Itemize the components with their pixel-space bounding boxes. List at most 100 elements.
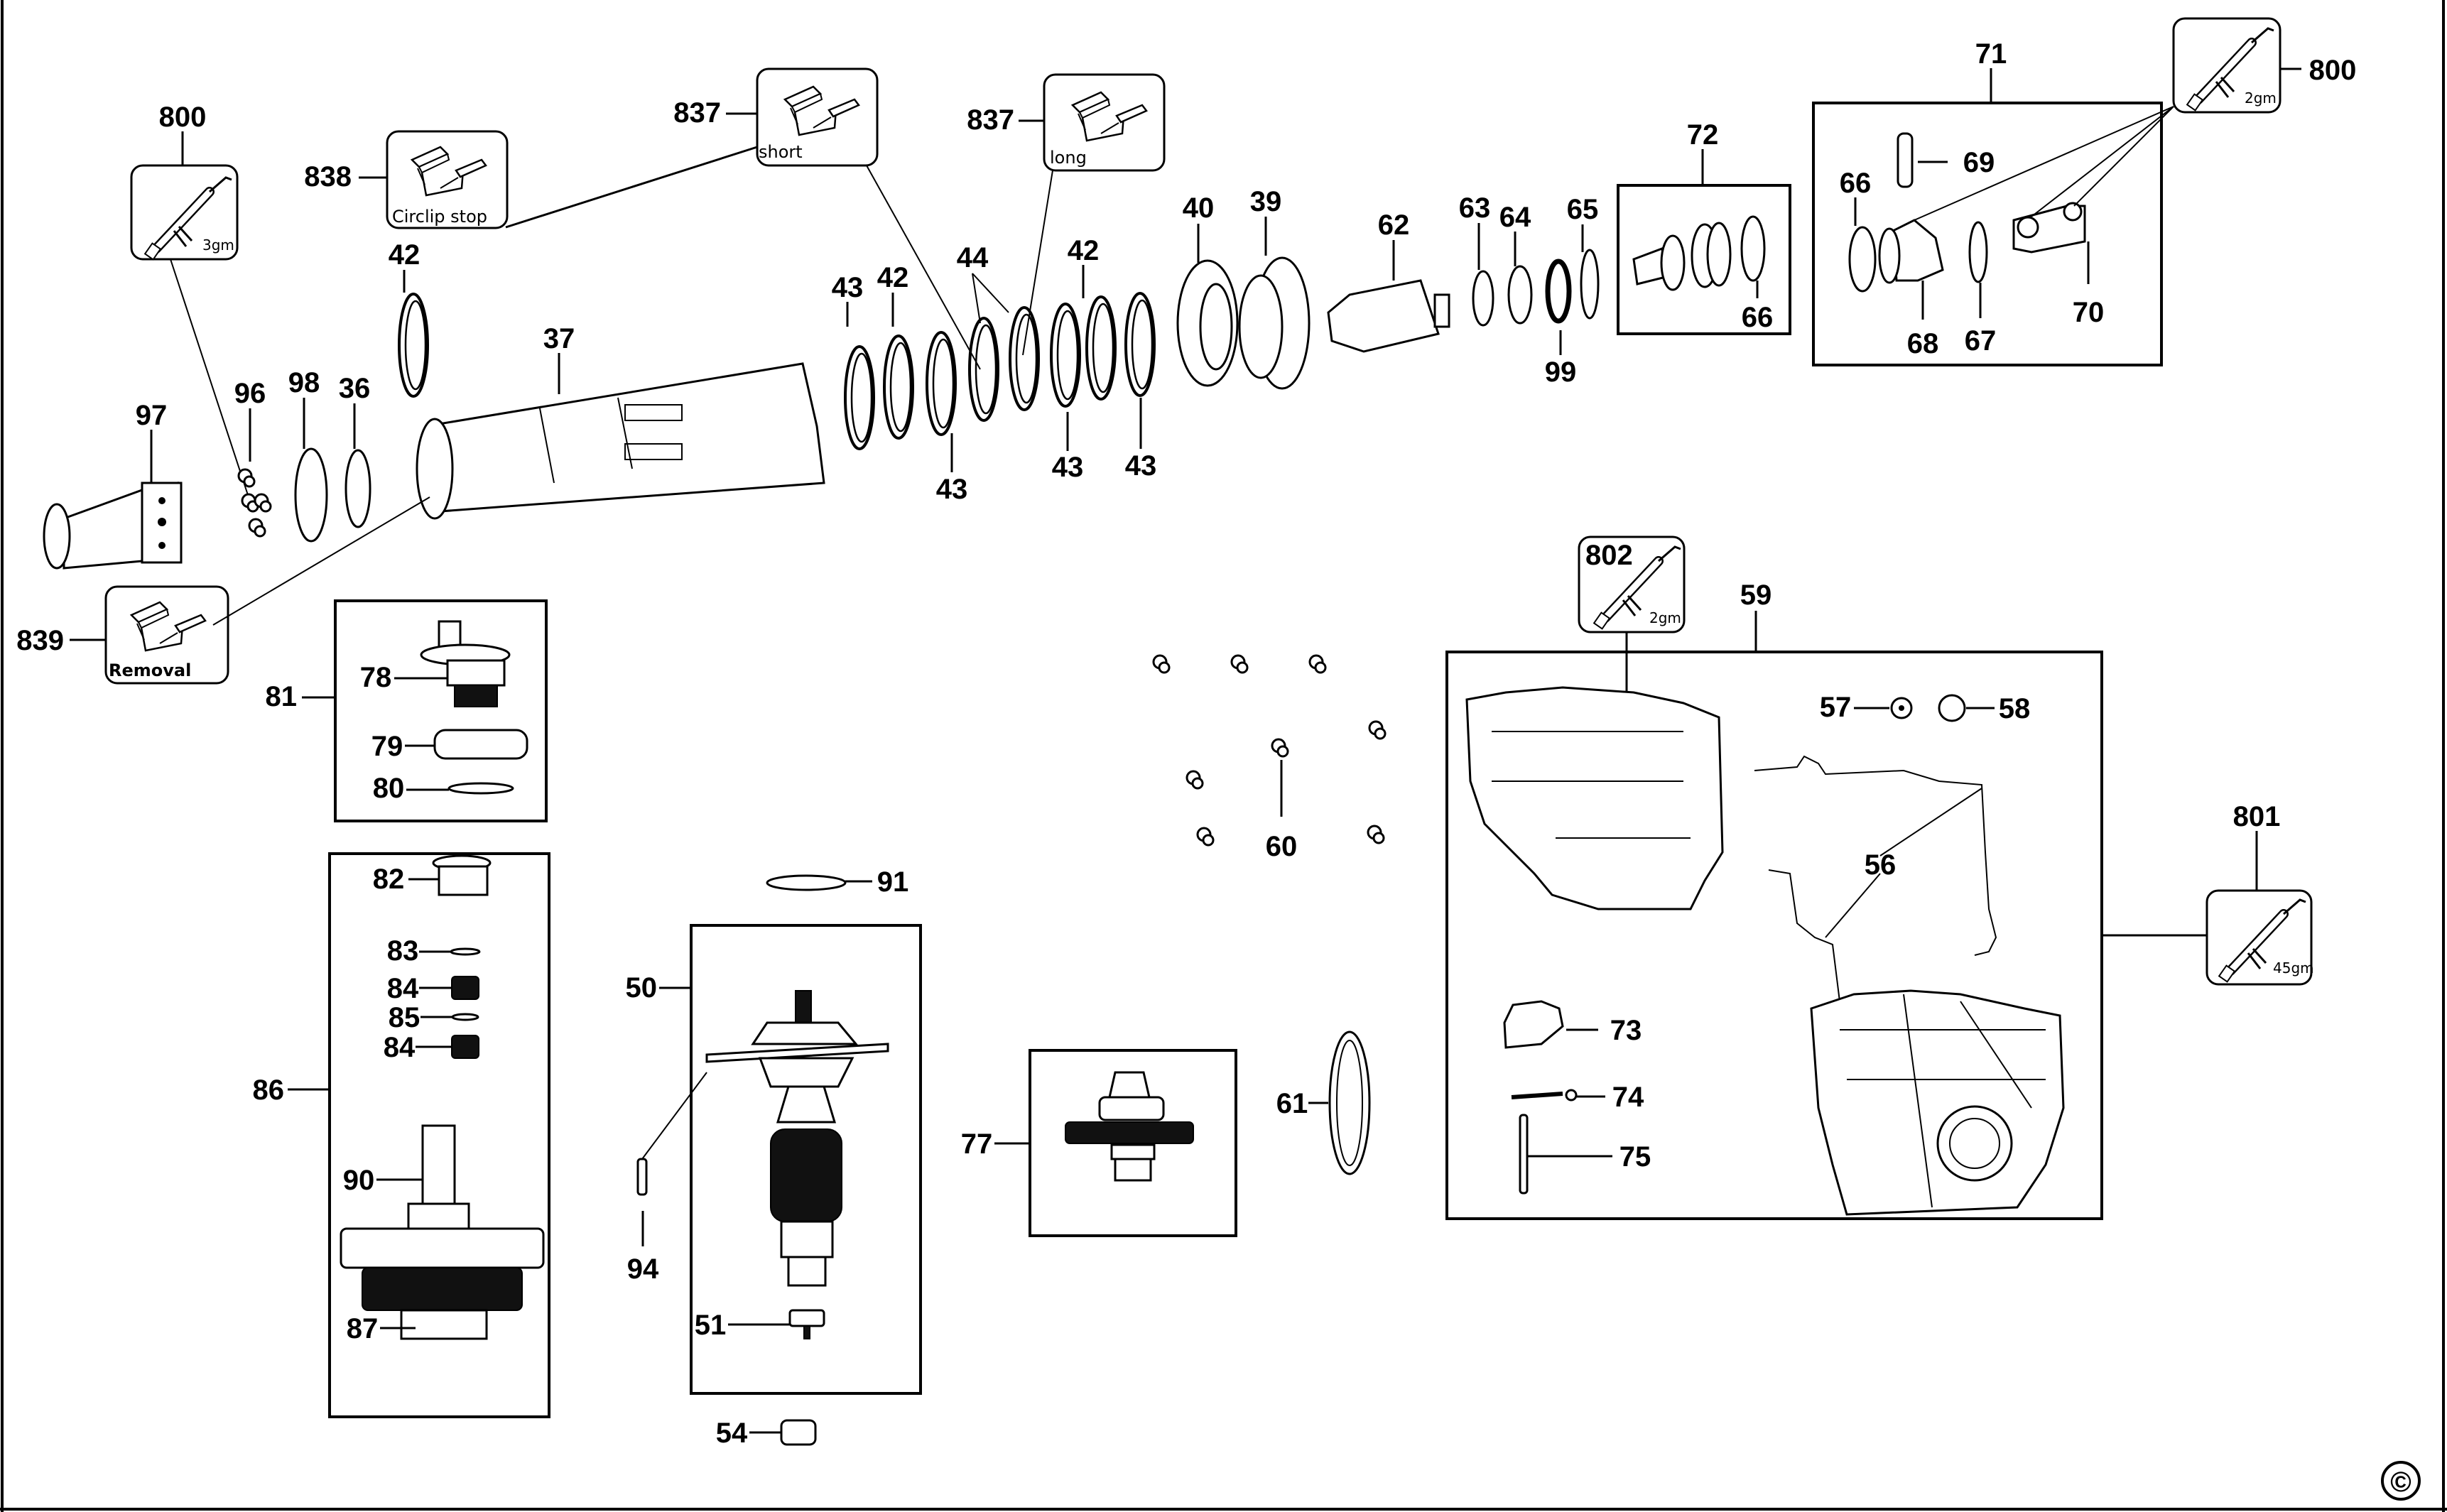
tool-caption: long	[1050, 148, 1087, 168]
callout-74: 74	[1612, 1082, 1644, 1113]
tool-callout-838: 838 Circlip stop	[304, 130, 758, 229]
part-94: 94	[627, 1072, 707, 1285]
callout-87: 87	[347, 1313, 379, 1344]
callout-43: 43	[1125, 450, 1157, 482]
part-62: 62	[1327, 210, 1450, 353]
callout-86: 86	[253, 1075, 285, 1106]
assembly-50: 50 51	[626, 924, 922, 1395]
parts-63-64-65-99: 63 64 65 99	[1459, 192, 1600, 388]
grease-amount: 3gm	[202, 236, 234, 254]
grease-amount: 2gm	[2245, 89, 2277, 107]
tool-callout-837-short: 837 short	[673, 67, 981, 370]
callout-42: 42	[877, 262, 909, 293]
callout-62: 62	[1378, 210, 1410, 241]
part-39: 39	[1238, 186, 1311, 390]
callout-63: 63	[1459, 192, 1491, 224]
tool-caption: Circlip stop	[392, 207, 487, 227]
callout-36: 36	[339, 373, 371, 404]
callout-42: 42	[1068, 235, 1100, 266]
callout-73: 73	[1610, 1015, 1642, 1046]
callout-67: 67	[1965, 325, 1997, 357]
callout-91: 91	[877, 866, 909, 898]
tool-caption: short	[759, 142, 803, 162]
callout-54: 54	[716, 1418, 748, 1449]
callout-77: 77	[961, 1128, 993, 1160]
callout-85: 85	[389, 1002, 421, 1033]
callout-801: 801	[2233, 801, 2281, 832]
grease-callout-800-right: 2gm 800	[1914, 17, 2357, 221]
callout-43: 43	[936, 474, 968, 505]
part-61: 61	[1276, 1030, 1371, 1175]
callout-81: 81	[266, 681, 298, 712]
tool-callout-839: 839 Removal	[16, 496, 430, 685]
callout-59: 59	[1740, 580, 1772, 611]
grease-callout-802: 802 2gm	[1578, 535, 1684, 724]
part-36: 36	[339, 373, 371, 528]
callout-72: 72	[1687, 119, 1719, 151]
callout-51: 51	[695, 1310, 727, 1341]
callout-57: 57	[1820, 692, 1852, 723]
callout-61: 61	[1276, 1088, 1308, 1119]
callout-64: 64	[1499, 202, 1531, 233]
assembly-71: 71 66 69 68 67 70	[1812, 38, 2163, 366]
part-40: 40	[1176, 192, 1239, 387]
callout-82: 82	[373, 864, 405, 895]
part-96: 96	[234, 378, 272, 538]
callout-37: 37	[543, 323, 575, 354]
grease-callout-801: 801 45gm	[2102, 801, 2314, 984]
callout-84: 84	[384, 1032, 416, 1063]
assembly-59: 59 57 58 56 73 74 75	[1445, 580, 2103, 1220]
part-42: 42	[389, 239, 429, 398]
callout-802: 802	[1585, 540, 1633, 571]
callout-44: 44	[957, 242, 989, 273]
copyright-symbol: ©	[2390, 1467, 2411, 1498]
callout-90: 90	[343, 1165, 375, 1196]
callout-839: 839	[16, 625, 64, 656]
callout-66: 66	[1742, 302, 1774, 333]
callout-800: 800	[2309, 55, 2357, 86]
part-37: 37	[416, 323, 825, 520]
callout-96: 96	[234, 378, 266, 409]
callout-69: 69	[1963, 147, 1995, 178]
callout-43: 43	[832, 272, 864, 303]
tool-caption: Removal	[109, 660, 191, 680]
callout-66: 66	[1840, 168, 1872, 199]
callout-80: 80	[373, 773, 405, 804]
callout-65: 65	[1567, 194, 1599, 225]
callout-58: 58	[1999, 693, 2031, 724]
callout-78: 78	[360, 662, 392, 693]
tool-callout-837-long: 837 long	[967, 73, 1166, 356]
callout-84: 84	[387, 973, 419, 1004]
callout-70: 70	[2073, 297, 2105, 328]
assembly-77: 77	[961, 1049, 1237, 1237]
callout-68: 68	[1907, 328, 1939, 359]
assembly-81: 81 78 79 80	[266, 599, 548, 822]
callout-40: 40	[1183, 192, 1215, 224]
callout-837: 837	[967, 104, 1014, 136]
callout-75: 75	[1619, 1141, 1651, 1173]
callout-838: 838	[304, 161, 352, 192]
part-54: 54	[716, 1418, 817, 1449]
callout-837: 837	[673, 97, 721, 129]
callout-79: 79	[371, 731, 403, 762]
callout-98: 98	[288, 367, 320, 398]
part-60-screws: 60	[1152, 654, 1387, 862]
part-97: 97	[43, 400, 183, 570]
callout-97: 97	[136, 400, 168, 431]
callout-56: 56	[1865, 849, 1897, 881]
callout-83: 83	[387, 935, 419, 967]
assembly-72: 72 66	[1617, 119, 1791, 335]
callout-50: 50	[626, 972, 658, 1004]
copyright-mark: ©	[2381, 1461, 2421, 1501]
callout-94: 94	[627, 1253, 659, 1285]
callout-99: 99	[1545, 357, 1577, 388]
assembly-86: 86 82 83 84 85 84 90 87	[253, 852, 550, 1418]
grease-amount: 45gm	[2273, 959, 2314, 977]
part-91: 91	[766, 866, 909, 898]
callout-42: 42	[389, 239, 421, 271]
ring-stack: 43 42 43 44 43 42 43	[832, 235, 1157, 505]
grease-callout-800-left: 800 3gm	[130, 102, 249, 498]
callout-39: 39	[1250, 186, 1282, 217]
grease-amount: 2gm	[1649, 609, 1681, 626]
